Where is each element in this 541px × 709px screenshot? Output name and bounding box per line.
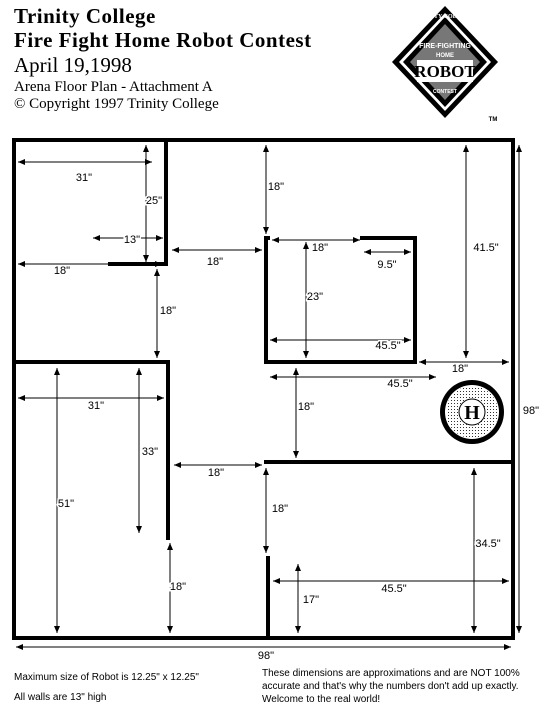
- label-34-5: 34.5": [475, 538, 500, 550]
- robot-size-note: Maximum size of Robot is 12.25" x 12.25": [14, 672, 199, 683]
- label-45-5-bottom: 45.5": [381, 583, 406, 595]
- copyright-notice: © Copyright 1997 Trinity College: [14, 96, 219, 112]
- label-41-5: 41.5": [473, 242, 498, 254]
- label-31-mid: 31": [88, 400, 104, 412]
- label-25: 25": [146, 195, 162, 207]
- dimension-arrow-45-5-mid: [270, 374, 436, 380]
- label-18-bottom-left: 18": [170, 581, 186, 593]
- dimension-arrow-34-5: [471, 468, 477, 633]
- dimension-arrow-45-5-bottom: [273, 578, 509, 584]
- title-line-2: Fire Fight Home Robot Contest: [14, 28, 312, 52]
- dimension-arrow-18-corridor-mid: [174, 462, 262, 468]
- label-23: 23": [307, 291, 323, 303]
- dimension-arrow-18-left-top: [18, 261, 162, 267]
- contest-logo: TRINITY COLLEGE FIRE-FIGHTING HOME ROBOT…: [392, 6, 498, 123]
- dimension-arrow-18-center-mid: [293, 368, 299, 458]
- label-18-corridor-mid: 18": [208, 467, 224, 479]
- dimension-arrow-18-room-top: [272, 237, 360, 243]
- label-18-right: 18": [452, 363, 468, 375]
- dimension-arrow-18-bottom-left: [167, 543, 173, 633]
- logo-top-text: TRINITY COLLEGE: [417, 14, 474, 20]
- logo-mid-text: FIRE-FIGHTING: [419, 43, 471, 50]
- dimension-arrow-31-mid: [18, 395, 164, 401]
- label-18-center-low: 18": [272, 503, 288, 515]
- dimension-arrow-9-5: [364, 249, 411, 255]
- dimension-arrows: [16, 145, 522, 650]
- logo-bottom-text: CONTEST: [433, 89, 457, 95]
- dimension-arrow-41-5: [463, 145, 469, 358]
- label-45-5-room: 45.5": [375, 340, 400, 352]
- accuracy-disclaimer: These dimensions are approximations and …: [262, 668, 520, 705]
- dimension-arrow-31-top: [18, 159, 152, 165]
- label-18-top-center: 18": [268, 181, 284, 193]
- label-45-5-mid: 45.5": [387, 378, 412, 390]
- title-line-1: Trinity College: [14, 4, 156, 28]
- label-18-left-mid: 18": [160, 305, 176, 317]
- dimension-arrow-18-center-low: [263, 468, 269, 553]
- label-33: 33": [142, 446, 158, 458]
- label-18-center-mid: 18": [298, 401, 314, 413]
- logo-robot-text: ROBOT: [414, 62, 476, 81]
- label-17: 17": [303, 594, 319, 606]
- dimension-arrow-25: [143, 145, 149, 262]
- dimension-arrow-33: [136, 368, 142, 533]
- dimension-arrow-18-left-mid: [154, 269, 160, 358]
- label-13: 13": [124, 234, 140, 246]
- label-18-room-top: 18": [312, 242, 328, 254]
- label-18-left-top: 18": [54, 265, 70, 277]
- logo-tm-mark: TM: [489, 117, 498, 123]
- dimension-arrow-98-bottom: [16, 644, 511, 650]
- dimension-arrow-18-right: [419, 359, 509, 365]
- dimension-arrow-45-5-room: [270, 337, 411, 343]
- arena-floor-plan: H 31" 25" 13" 18" 18" 18" 18" 9.5" 41.5"…: [12, 138, 541, 664]
- home-circle-label: H: [464, 402, 480, 424]
- dimension-arrow-18-corridor-top: [172, 247, 262, 253]
- arena-outer-wall: [12, 138, 515, 640]
- dimension-arrow-98-right: [516, 145, 522, 633]
- label-18-corridor-top: 18": [207, 256, 223, 268]
- logo-robot-band: [417, 60, 473, 82]
- dimension-arrow-13: [93, 235, 163, 241]
- label-31-top: 31": [76, 172, 92, 184]
- logo-home-text: HOME: [436, 53, 454, 59]
- floor-plan-subtitle: Arena Floor Plan - Attachment A: [14, 79, 213, 95]
- dimension-arrow-17: [295, 564, 301, 633]
- home-circle-center: [458, 398, 486, 426]
- wall-height-note: All walls are 13" high: [14, 692, 107, 703]
- contest-date: April 19,1998: [14, 53, 132, 77]
- label-98-bottom: 98": [258, 650, 274, 662]
- label-98-right: 98": [523, 405, 539, 417]
- dimension-arrow-51: [54, 368, 60, 633]
- wall-room2: [264, 236, 417, 364]
- dimension-arrow-18-top-center: [263, 145, 269, 234]
- label-9-5: 9.5": [377, 259, 396, 271]
- label-51: 51": [58, 498, 74, 510]
- dimension-arrow-23: [303, 242, 309, 358]
